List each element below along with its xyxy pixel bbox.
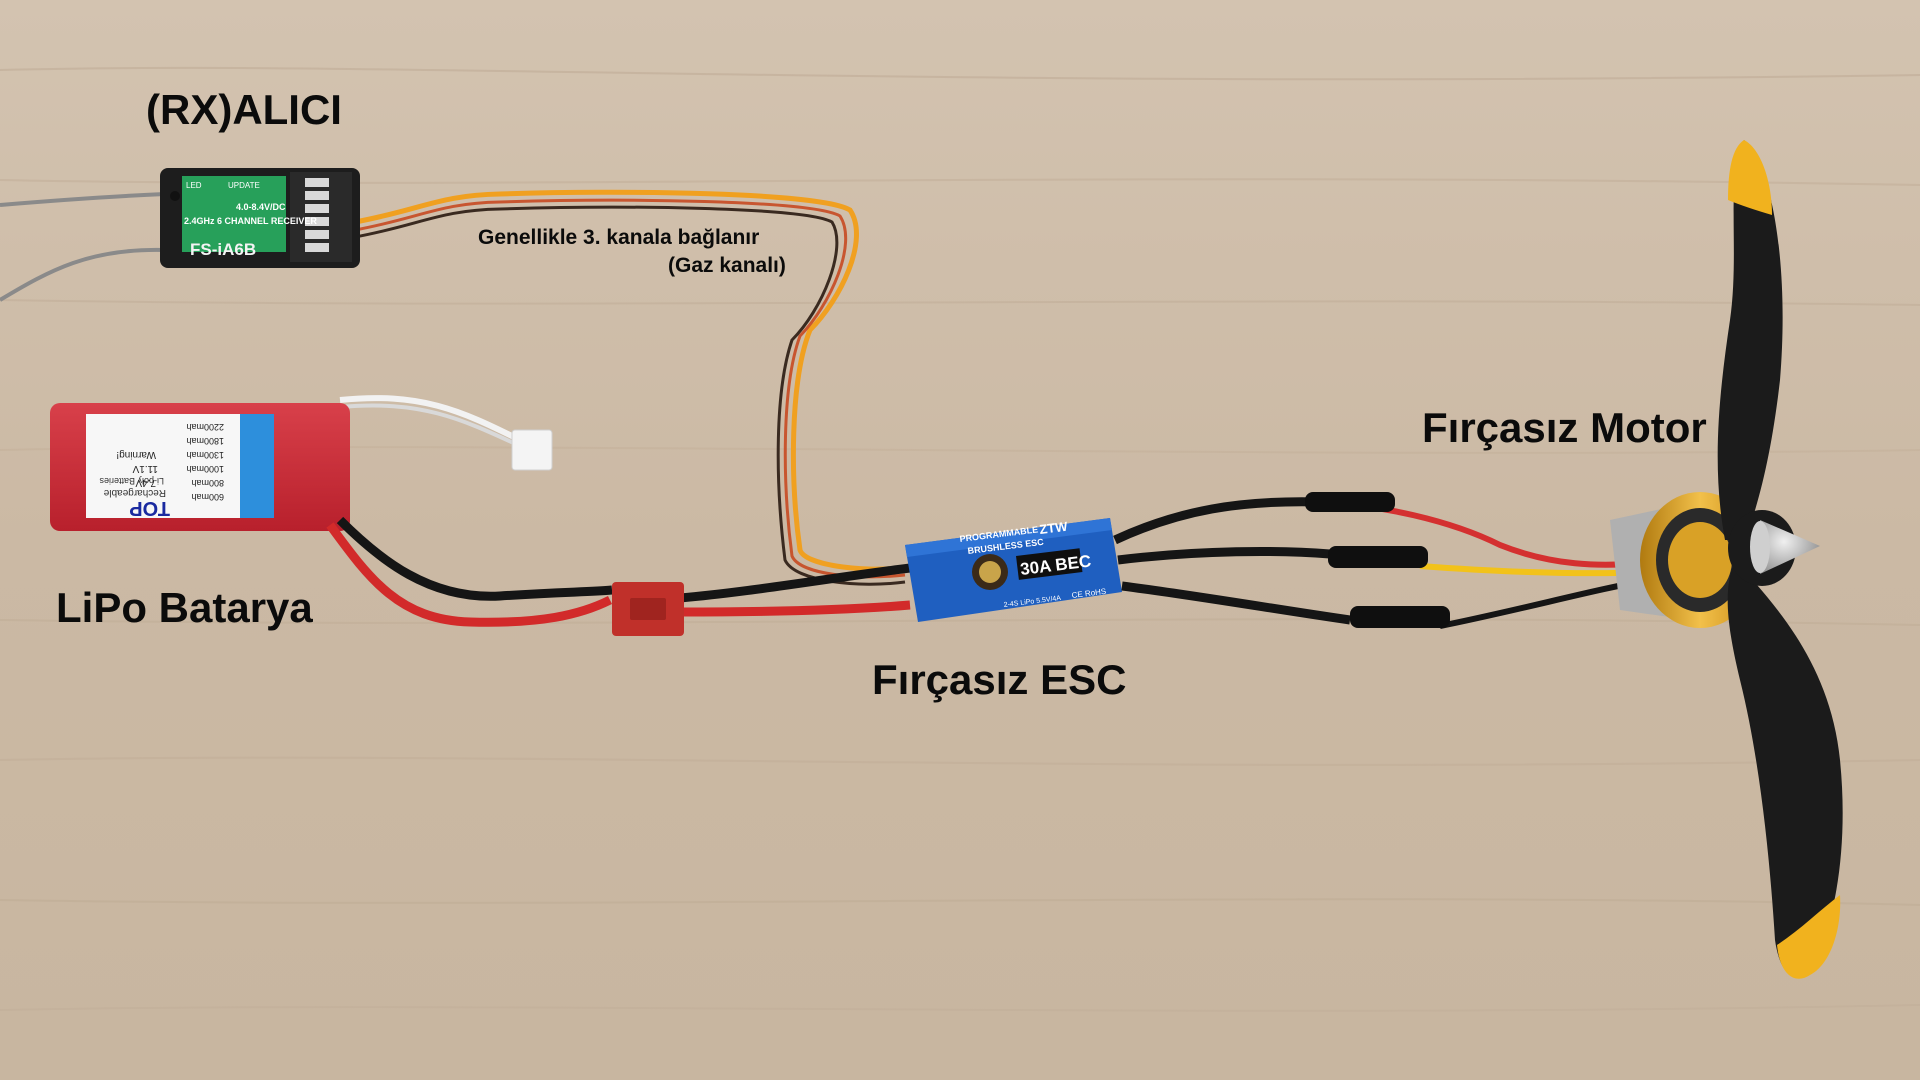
svg-text:1800mah: 1800mah — [186, 436, 224, 446]
svg-text:600mah: 600mah — [191, 492, 224, 502]
channel-note-line2: (Gaz kanalı) — [668, 254, 786, 277]
svg-text:11.1V: 11.1V — [132, 463, 158, 474]
svg-text:Li-poly Batteries: Li-poly Batteries — [99, 476, 164, 486]
svg-text:800mah: 800mah — [191, 478, 224, 488]
svg-text:7.4V: 7.4V — [135, 477, 156, 488]
balance-lead — [339, 395, 553, 471]
propeller — [1717, 140, 1843, 979]
svg-text:CE RoHS: CE RoHS — [1071, 587, 1107, 600]
svg-text:LED: LED — [186, 181, 202, 190]
receiver-label: (RX)ALICI — [146, 86, 342, 133]
svg-text:UPDATE: UPDATE — [228, 181, 260, 190]
svg-text:4.0-8.4V/DC: 4.0-8.4V/DC — [236, 202, 286, 212]
lipo-battery: TOP Rechargeable Li-poly Batteries 2200m… — [50, 403, 350, 531]
svg-text:Rechargeable: Rechargeable — [103, 487, 166, 498]
svg-text:2.4GHz 6 CHANNEL RECEIVER: 2.4GHz 6 CHANNEL RECEIVER — [184, 216, 317, 226]
esc-label: Fırçasız ESC — [872, 656, 1127, 703]
channel-note-line1: Genellikle 3. kanala bağlanır — [478, 226, 760, 249]
svg-text:Warning!: Warning! — [116, 449, 156, 460]
svg-text:TOP: TOP — [129, 497, 170, 519]
battery-label: LiPo Batarya — [56, 584, 313, 631]
signal-wire — [354, 189, 906, 586]
power-leads — [326, 516, 911, 627]
motor-label: Fırçasız Motor — [1422, 404, 1707, 451]
deans-connector — [612, 582, 684, 636]
svg-text:FS-iA6B: FS-iA6B — [190, 240, 256, 259]
receiver-antennas — [0, 192, 166, 302]
svg-text:2200mah: 2200mah — [186, 422, 224, 432]
svg-text:ZTW: ZTW — [1039, 519, 1069, 537]
svg-text:1300mah: 1300mah — [186, 450, 224, 460]
receiver: LED UPDATE 4.0-8.4V/DC 2.4GHz 6 CHANNEL … — [160, 168, 360, 268]
svg-text:1000mah: 1000mah — [186, 464, 224, 474]
esc: PROGRAMMABLE BRUSHLESS ESC ZTW 30A BEC 2… — [905, 518, 1122, 622]
